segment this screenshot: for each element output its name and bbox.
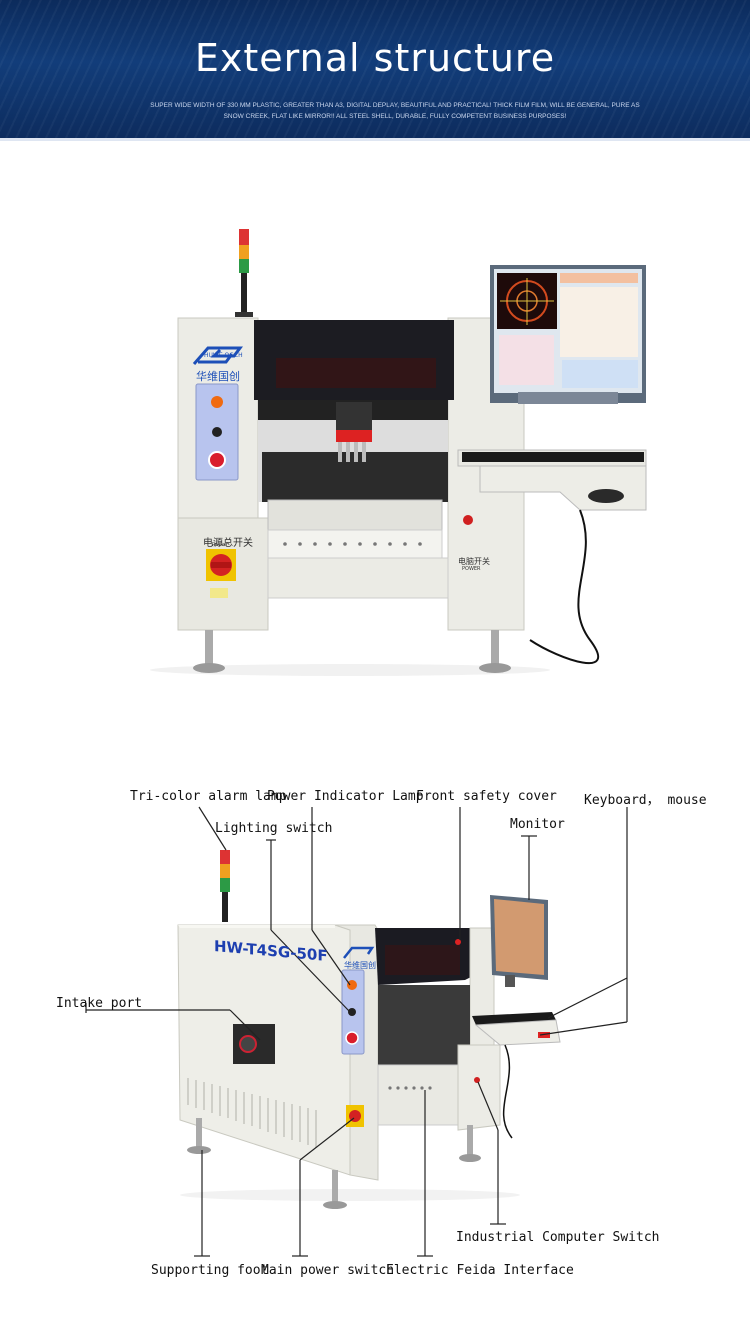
callout-front-safety-cover: Front safety cover: [416, 789, 557, 804]
main-switch-label-en: Power: [212, 542, 228, 548]
callout-electric-feida-interface: Electric Feida Interface: [386, 1263, 574, 1278]
callout-keyboard-mouse: Keyboard， mouse: [584, 793, 707, 808]
brand-logo-front: [192, 346, 243, 365]
callout-main-power-switch: Main power switch: [261, 1263, 395, 1278]
callout-supporting-foot: Supporting foot: [151, 1263, 269, 1278]
tri-color-lamp-front: [235, 229, 253, 317]
monitor-side: [490, 895, 548, 987]
pc-switch-label-cn: 电脑开关: [458, 557, 490, 566]
tri-color-lamp-side: [220, 850, 230, 922]
header-banner: External structure SUPER WIDE WIDTH OF 3…: [0, 0, 750, 138]
callout-leader-lines: [85, 806, 628, 1257]
callout-monitor: Monitor: [510, 817, 565, 832]
brand-name-en: HUWE QGCH: [204, 352, 243, 359]
page-title: External structure: [194, 36, 556, 80]
callout-power-indicator-lamp: Power Indicator Lamp: [267, 789, 424, 804]
pc-switch-label-en: POWER: [462, 566, 481, 572]
callout-lighting-switch: Lighting switch: [215, 821, 333, 836]
callout-intake-port: Intake port: [56, 996, 143, 1011]
brand-name-cn: 华维国创: [196, 370, 240, 383]
page-subtitle: SUPER WIDE WIDTH OF 330 MM PLASTIC, GREA…: [150, 102, 640, 120]
brand-name-cn-side: 华维国创: [344, 961, 376, 970]
callout-industrial-computer-switch: Industrial Computer Switch: [456, 1230, 660, 1245]
monitor-front: [490, 265, 646, 404]
header-divider: [0, 138, 750, 141]
main-switch-label-cn: 电源总开关: [203, 538, 253, 549]
callout-tri-color-alarm-lamp: Tri-color alarm lamp: [130, 789, 287, 804]
